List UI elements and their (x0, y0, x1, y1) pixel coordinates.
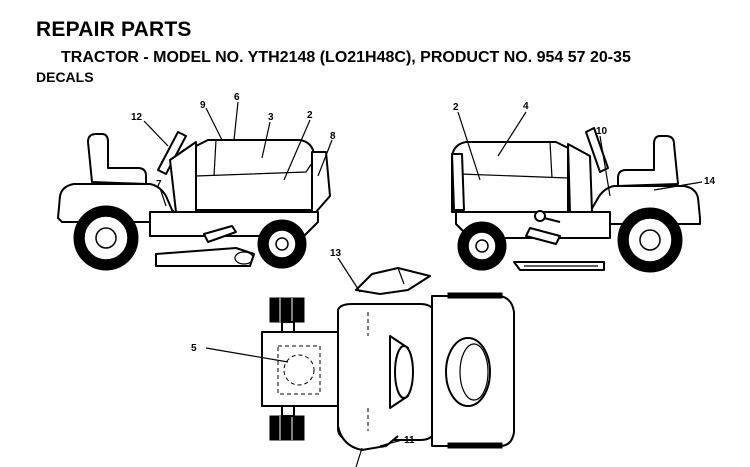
section-label: DECALS (36, 69, 94, 85)
callout-6: 6 (234, 92, 240, 103)
callout-3: 3 (268, 112, 274, 123)
callout-4: 4 (523, 101, 529, 112)
callout-9: 9 (200, 100, 206, 111)
tractor-right-side-view (451, 127, 701, 273)
leader-lines-right (457, 111, 703, 197)
page-subtitle: TRACTOR - MODEL NO. YTH2148 (LO21H48C), … (61, 49, 631, 66)
callout-7: 7 (156, 179, 162, 190)
leader-lines-left (143, 101, 333, 207)
callout-11: 11 (404, 435, 415, 446)
tractor-left-side-view (57, 131, 331, 271)
callout-13: 13 (330, 248, 342, 259)
callout-12: 12 (131, 112, 143, 123)
tractor-top-view (261, 267, 515, 451)
callout-5: 5 (191, 343, 197, 354)
callout-10: 10 (596, 126, 608, 137)
callout-2-left: 2 (307, 110, 313, 121)
callout-labels-top: 13 5 11 (191, 248, 415, 446)
callout-14: 14 (704, 176, 716, 187)
callout-2-right: 2 (453, 102, 459, 113)
leader-lines-top (205, 257, 403, 467)
callout-labels-left: 12 9 6 3 2 8 7 (131, 92, 336, 190)
callout-labels-right: 2 4 10 14 (453, 101, 716, 187)
page-title: REPAIR PARTS (36, 18, 192, 41)
callout-8: 8 (330, 131, 336, 142)
